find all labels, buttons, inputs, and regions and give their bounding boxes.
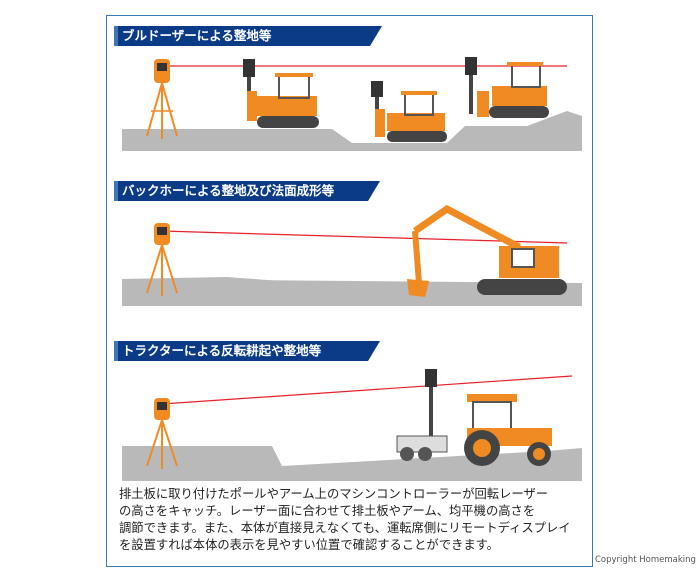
copyright-text: Copyright Homemaking [595, 555, 696, 565]
section-title: トラクターによる反転耕起や整地等 [114, 341, 380, 361]
backhoe-scene [122, 204, 582, 306]
description-line: 調節できます。また、本体が直接見えなくても、運転席側にリモートディスプレイ [119, 521, 571, 535]
ground [122, 446, 582, 481]
backhoe [407, 204, 567, 297]
section-title: バックホーによる整地及び法面成形等 [114, 181, 380, 201]
description-text: 排土板に取り付けたポールやアーム上のマシンコントローラーが回転レーザー の高さを… [119, 486, 589, 554]
laser-beam [161, 230, 568, 244]
tractor-scene [122, 369, 582, 481]
section-title: ブルドーザーによる整地等 [114, 26, 382, 46]
tractor [396, 369, 552, 466]
bulldozer-2 [371, 81, 447, 142]
rotating-laser-tripod [146, 59, 178, 139]
rotating-laser-tripod [146, 398, 178, 469]
description-line: 排土板に取り付けたポールやアーム上のマシンコントローラーが回転レーザー [119, 487, 549, 501]
rotating-laser-tripod [146, 223, 178, 296]
description-line: の高さをキャッチ。レーザー面に合わせて排土板やアーム、均平機の高さを [119, 504, 536, 518]
bulldozer-scene [122, 57, 582, 151]
bulldozer-1 [243, 59, 319, 128]
illustration-frame: ブルドーザーによる整地等 [106, 15, 593, 567]
laser-beam [161, 375, 573, 405]
ground [122, 111, 582, 151]
bulldozer-3 [465, 57, 549, 118]
description-line: を設置すれば本体の表示を見やすい位置で確認することができます。 [119, 538, 499, 552]
